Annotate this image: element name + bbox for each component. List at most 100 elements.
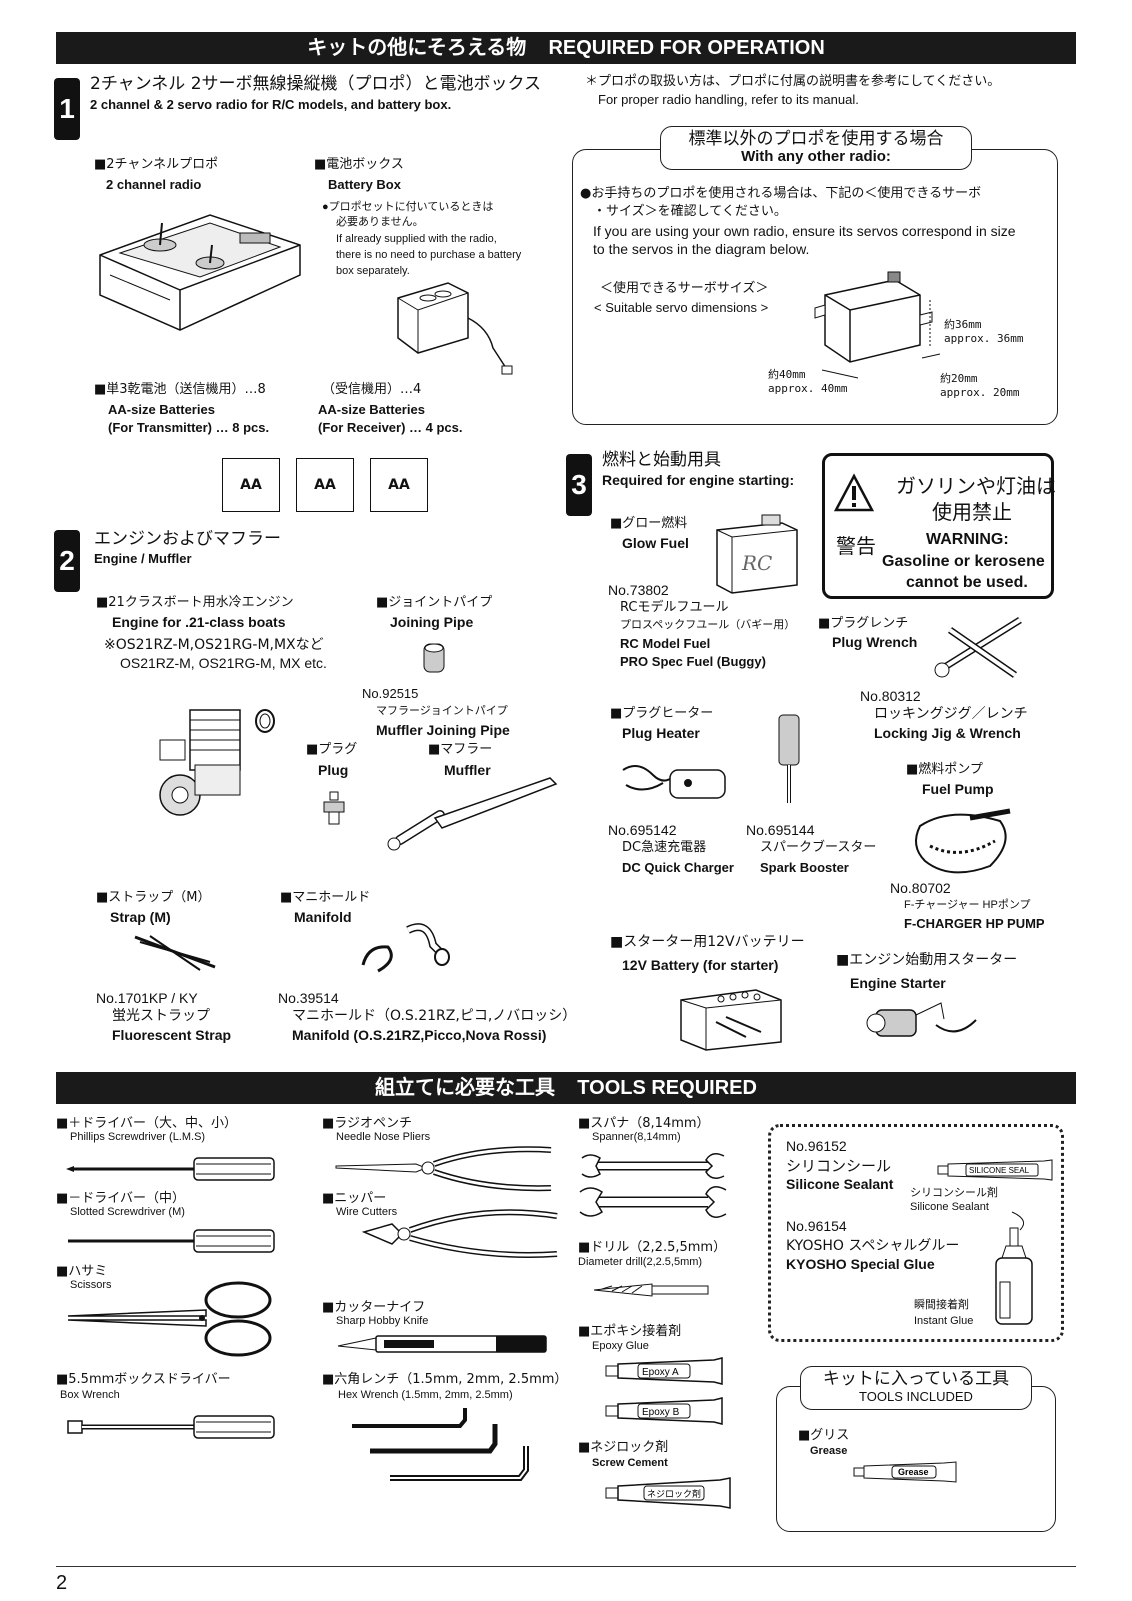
epoxy-b-label: Epoxy B xyxy=(642,1407,680,1418)
battbox-note-jp2: 必要ありません。 xyxy=(336,216,424,228)
jig-jp: ロッキングジグ／レンチ xyxy=(874,706,1028,722)
batt12-label-jp: ■スターター用12Vバッテリー xyxy=(610,934,805,950)
knife-label-jp: ■カッターナイフ xyxy=(322,1300,426,1315)
knife-label-en: Sharp Hobby Knife xyxy=(336,1315,429,1327)
aa-rx-label-en2: (For Receiver) … 4 pcs. xyxy=(318,420,463,435)
slotted-label-jp: ■－ドライバー（中） xyxy=(56,1191,186,1206)
batt12-label-en: 12V Battery (for starter) xyxy=(622,957,779,973)
instant-glue-jp: 瞬間接着剤 xyxy=(914,1299,969,1311)
spark-booster-illustration xyxy=(778,714,800,803)
spanner-label-jp: ■スパナ（8,14mm） xyxy=(578,1116,710,1131)
mjp-jp: マフラージョイントパイプ xyxy=(376,705,508,717)
aa-battery-pack: AA xyxy=(296,458,354,512)
spanner-label-en: Spanner(8,14mm) xyxy=(592,1131,681,1143)
section-number-3: 3 xyxy=(566,454,592,516)
box-wrench-label-jp: ■5.5mmボックスドライバー xyxy=(56,1372,231,1387)
sec3-title-jp: 燃料と始動用具 xyxy=(602,450,721,470)
box-wrench-illustration xyxy=(67,1415,275,1439)
aa-label: AA xyxy=(388,477,410,493)
fuel-no: No.73802 xyxy=(608,582,669,598)
wrench-label-jp: ■プラグレンチ xyxy=(818,616,909,631)
spark-en: Spark Booster xyxy=(760,860,849,875)
muffler-pipe-ring-illustration xyxy=(255,709,275,733)
aa-battery-pack: AA xyxy=(370,458,428,512)
manifold-no: No.39514 xyxy=(278,990,339,1006)
manifold2-jp: マニホールド（O.S.21RZ,ピコ,ノバロッシ） xyxy=(292,1008,577,1024)
wire-cutters-illustration xyxy=(361,1209,558,1258)
phillips-label-en: Phillips Screwdriver (L.M.S) xyxy=(70,1131,206,1143)
jig-no: No.80312 xyxy=(860,688,921,704)
manifold-label-en: Manifold xyxy=(294,909,352,925)
glue-dotted-box xyxy=(768,1124,1064,1342)
heater-label-jp: ■プラグヒーター xyxy=(610,706,714,721)
servo-size-en: < Suitable servo dimensions > xyxy=(594,300,769,315)
muffler-illustration xyxy=(387,777,558,851)
aa-tx-label-en2: (For Transmitter) … 8 pcs. xyxy=(108,420,270,435)
fuel-pump-illustration xyxy=(915,808,1011,874)
instant-glue-bottle-illustration xyxy=(995,1211,1033,1325)
header-en: REQUIRED FOR OPERATION xyxy=(548,37,825,59)
needle-nose-pliers-illustration xyxy=(335,1146,552,1192)
hp-en: F-CHARGER HP PUMP xyxy=(904,916,1045,931)
aa-label: AA xyxy=(314,477,336,493)
wrench-label-en: Plug Wrench xyxy=(832,634,918,650)
section-header-required: キットの他にそろえる物 REQUIRED FOR OPERATION xyxy=(56,32,1076,64)
tools-included-jp: キットに入っている工具 xyxy=(822,1369,1010,1389)
grease-tube-illustration: Grease xyxy=(853,1461,957,1483)
screw-cement-tube-label: ネジロック剤 xyxy=(647,1488,701,1500)
pump-label-jp: ■燃料ポンプ xyxy=(906,762,983,777)
pump-label-en: Fuel Pump xyxy=(922,781,994,797)
radio-transmitter-illustration xyxy=(99,214,301,331)
strap2-jp: 蛍光ストラップ xyxy=(112,1008,210,1024)
drill-label-en: Diameter drill(2,2.5,5mm) xyxy=(578,1256,703,1268)
screw-label-jp: ■ネジロック剤 xyxy=(578,1440,669,1455)
plug-label-en: Plug xyxy=(318,762,349,778)
dim-20-jp: 約20mm xyxy=(940,372,978,385)
starter-label-en: Engine Starter xyxy=(850,975,946,991)
hex-label-jp: ■六角レンチ（1.5mm, 2mm, 2.5mm） xyxy=(322,1372,568,1387)
epoxy-tubes-illustration: Epoxy A Epoxy B xyxy=(605,1357,723,1425)
battery-box-illustration xyxy=(397,282,513,375)
scissors-label-jp: ■ハサミ xyxy=(56,1264,108,1279)
dim-20-en: approx. 20mm xyxy=(940,386,1020,399)
warning-label-jp: 警告 xyxy=(836,534,876,558)
silicone-jp: シリコンシール xyxy=(786,1157,892,1175)
footer-rule xyxy=(56,1566,1076,1567)
other-radio-tab: 標準以外のプロポを使用する場合 With any other radio: xyxy=(660,126,972,170)
spark-jp: スパークブースター xyxy=(760,840,877,855)
servo-size-jp: ＜使用できるサーボサイズ＞ xyxy=(600,281,769,296)
warning-jp2: 使用禁止 xyxy=(932,500,1012,524)
sec1-title-en: 2 channel & 2 servo radio for R/C models… xyxy=(90,97,452,112)
pliers-label-en: Needle Nose Pliers xyxy=(336,1131,431,1143)
battery-12v-illustration xyxy=(680,989,782,1051)
instant-glue-en: Instant Glue xyxy=(914,1315,974,1327)
silicone-no: No.96152 xyxy=(786,1138,847,1154)
scissors-illustration xyxy=(67,1281,272,1357)
dc-jp: DC急速充電器 xyxy=(622,840,707,855)
nipper-label-en: Wire Cutters xyxy=(336,1206,398,1218)
silicone-jp2: シリコンシール剤 xyxy=(910,1187,998,1199)
engine-starter-illustration xyxy=(866,1002,977,1037)
fuel-can-text: RC xyxy=(741,551,772,575)
engine-label-jp: ■21クラスボート用水冷エンジン xyxy=(96,595,294,610)
other-radio-text-en1: If you are using your own radio, ensure … xyxy=(593,223,1016,239)
drill-label-jp: ■ドリル（2,2.5,5mm） xyxy=(578,1240,727,1255)
engine-note-jp: ※OS21RZ-M,OS21RG-M,MXなど xyxy=(104,637,324,653)
dim-36-en: approx. 36mm xyxy=(944,332,1024,345)
spark-no: No.695144 xyxy=(746,822,815,838)
section-header-tools: 組立てに必要な工具 TOOLS REQUIRED xyxy=(56,1072,1076,1104)
screw-cement-tube-illustration: ネジロック剤 xyxy=(605,1477,731,1509)
mjp-en: Muffler Joining Pipe xyxy=(376,722,510,738)
section-number-1: 1 xyxy=(54,78,80,140)
slotted-label-en: Slotted Screwdriver (M) xyxy=(70,1206,185,1218)
hp-jp: F-チャージャー HPポンプ xyxy=(904,899,1031,911)
slotted-screwdriver-illustration xyxy=(68,1229,275,1253)
silicone-tube-label: SILICONE SEAL xyxy=(969,1166,1030,1175)
warning-box xyxy=(822,453,1054,599)
header2-en: TOOLS REQUIRED xyxy=(577,1077,757,1099)
grease-label-jp: ■グリス xyxy=(798,1428,850,1443)
battbox-note-jp1: ●プロポセットに付いているときは xyxy=(322,201,494,213)
radio-note-en: For proper radio handling, refer to its … xyxy=(598,92,859,107)
fuel-jp2: プロスペックフユール（バギー用） xyxy=(620,619,796,631)
battbox-note-en2: there is no need to purchase a battery xyxy=(336,249,522,261)
